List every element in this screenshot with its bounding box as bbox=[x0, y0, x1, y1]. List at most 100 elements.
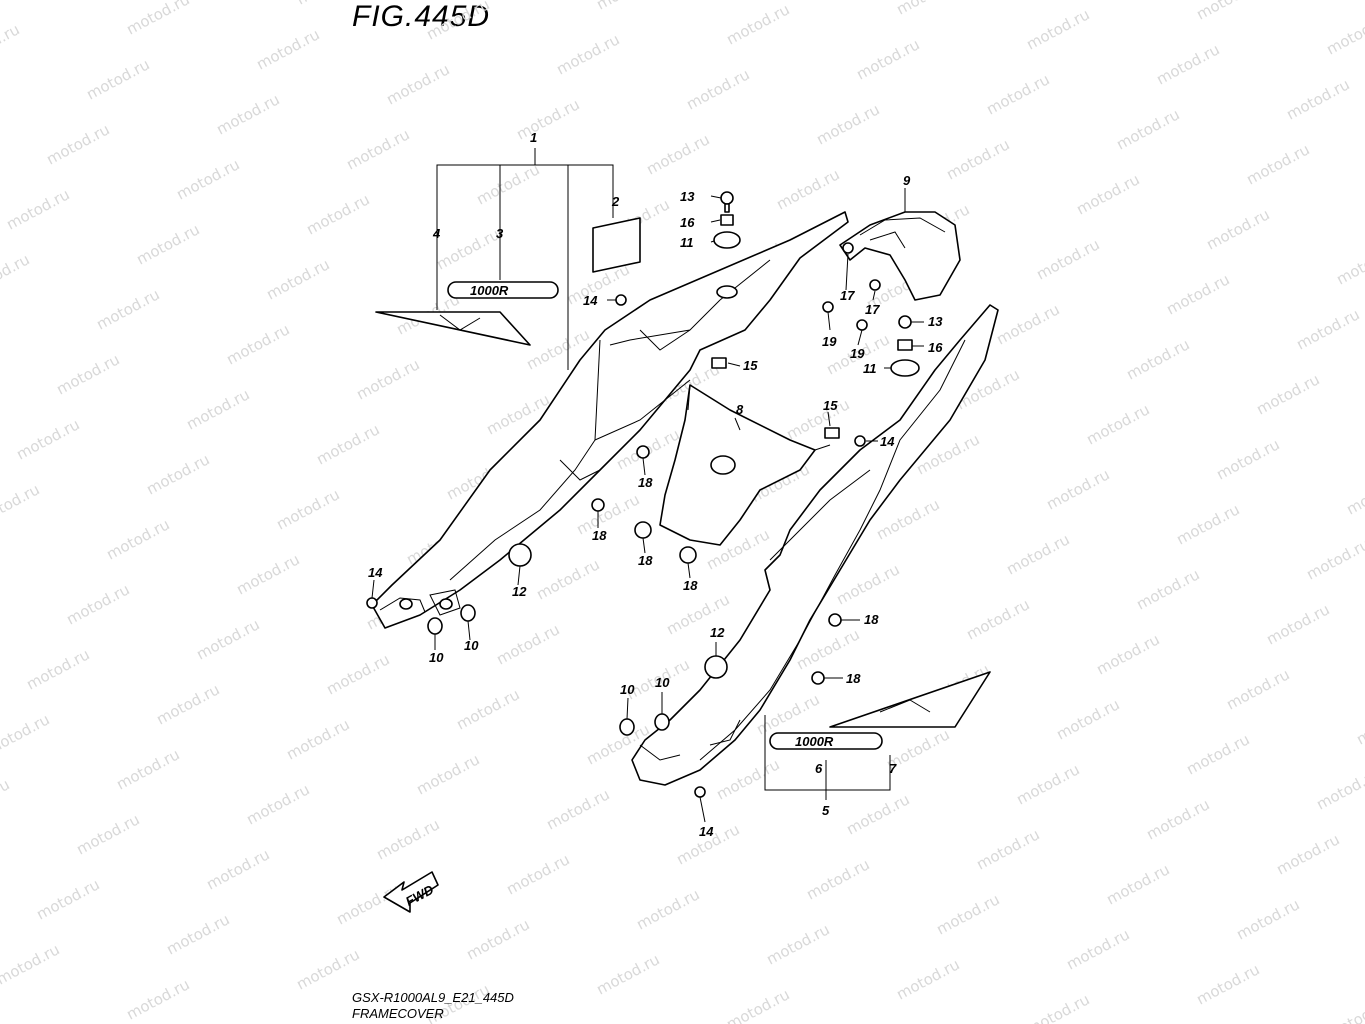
watermark-text: motod.ru bbox=[293, 945, 362, 993]
callout-18-c[interactable]: 18 bbox=[638, 553, 653, 568]
callout-9[interactable]: 9 bbox=[903, 173, 911, 188]
watermark-text: motod.ru bbox=[473, 160, 542, 208]
sticker-2[interactable] bbox=[592, 217, 641, 273]
callout-10-a[interactable]: 10 bbox=[429, 650, 444, 665]
callout-10-b[interactable]: 10 bbox=[464, 638, 479, 653]
watermark-text: motod.ru bbox=[723, 985, 792, 1024]
watermark-text: motod.ru bbox=[143, 450, 212, 498]
callout-5[interactable]: 5 bbox=[822, 803, 830, 818]
watermark-text: motod.ru bbox=[373, 815, 442, 863]
watermark-text: motod.ru bbox=[113, 745, 182, 793]
watermark-text: motod.ru bbox=[1213, 435, 1282, 483]
watermark-text: motod.ru bbox=[1023, 5, 1092, 53]
watermark-text: motod.ru bbox=[313, 420, 382, 468]
callout-18-f[interactable]: 18 bbox=[846, 671, 861, 686]
callout-15-b[interactable]: 15 bbox=[823, 398, 838, 413]
watermark-text: motod.ru bbox=[73, 810, 142, 858]
callout-13-a[interactable]: 13 bbox=[680, 189, 695, 204]
watermark-text: motod.ru bbox=[1313, 765, 1365, 813]
decal-left[interactable] bbox=[375, 311, 531, 346]
emblem-right[interactable] bbox=[769, 732, 883, 750]
left-frame-cover[interactable] bbox=[371, 211, 849, 629]
callout-18-b[interactable]: 18 bbox=[592, 528, 607, 543]
watermark-text: motod.ru bbox=[0, 775, 13, 823]
callout-17-b[interactable]: 17 bbox=[865, 302, 880, 317]
watermark-text: motod.ru bbox=[543, 785, 612, 833]
callout-19-a[interactable]: 19 bbox=[822, 334, 837, 349]
watermark-text: motod.ru bbox=[1173, 500, 1242, 548]
watermark-text: motod.ru bbox=[0, 0, 63, 4]
emblem-right-text: 1000R bbox=[795, 734, 834, 749]
callout-10-c[interactable]: 10 bbox=[620, 682, 635, 697]
callout-18-d[interactable]: 18 bbox=[683, 578, 698, 593]
callout-13-b[interactable]: 13 bbox=[928, 314, 943, 329]
callout-18-e[interactable]: 18 bbox=[864, 612, 879, 627]
watermark-text: motod.ru bbox=[3, 185, 72, 233]
watermark-text: motod.ru bbox=[153, 680, 222, 728]
watermark-text: motod.ru bbox=[1073, 170, 1142, 218]
watermark-text: motod.ru bbox=[1183, 730, 1252, 778]
callout-7[interactable]: 7 bbox=[889, 761, 897, 776]
watermark-text: motod.ru bbox=[813, 100, 882, 148]
mount-hole bbox=[399, 598, 413, 610]
callout-1[interactable]: 1 bbox=[530, 130, 537, 145]
watermark-text: motod.ru bbox=[273, 485, 342, 533]
callout-10-d[interactable]: 10 bbox=[655, 675, 670, 690]
callout-11-b[interactable]: 11 bbox=[863, 361, 877, 376]
watermark-text: motod.ru bbox=[1013, 760, 1082, 808]
watermark-text: motod.ru bbox=[1193, 0, 1262, 24]
watermark-text: motod.ru bbox=[963, 595, 1032, 643]
watermark-text: motod.ru bbox=[1043, 465, 1112, 513]
callout-19-b[interactable]: 19 bbox=[850, 346, 865, 361]
watermark-text: motod.ru bbox=[713, 755, 782, 803]
watermark-text: motod.ru bbox=[1253, 370, 1322, 418]
watermark-text: motod.ru bbox=[43, 120, 112, 168]
watermark-text: motod.ru bbox=[1133, 565, 1202, 613]
callout-6[interactable]: 6 bbox=[815, 761, 823, 776]
model-code: GSX-R1000AL9_E21_445D bbox=[352, 990, 514, 1005]
watermark-text: motod.ru bbox=[243, 780, 312, 828]
watermark-text: motod.ru bbox=[1193, 960, 1262, 1008]
watermark-text: motod.ru bbox=[763, 920, 832, 968]
mount-hole bbox=[439, 598, 453, 610]
watermark-text: motod.ru bbox=[1123, 335, 1192, 383]
emblem-left[interactable] bbox=[447, 281, 559, 299]
watermark-text: motod.ru bbox=[943, 135, 1012, 183]
callout-18-a[interactable]: 18 bbox=[638, 475, 653, 490]
section-name: FRAMECOVER bbox=[352, 1006, 444, 1021]
callout-12-b[interactable]: 12 bbox=[710, 625, 725, 640]
callout-4[interactable]: 4 bbox=[432, 226, 441, 241]
callout-12-a[interactable]: 12 bbox=[512, 584, 527, 599]
watermark-text: motod.ru bbox=[683, 65, 752, 113]
watermark-text: motod.ru bbox=[173, 155, 242, 203]
watermark-text: motod.ru bbox=[503, 850, 572, 898]
callout-16-a[interactable]: 16 bbox=[680, 215, 695, 230]
callout-14-b[interactable]: 14 bbox=[880, 434, 895, 449]
watermark-text: motod.ru bbox=[833, 560, 902, 608]
callout-15-a[interactable]: 15 bbox=[743, 358, 758, 373]
watermark-text: motod.ru bbox=[93, 285, 162, 333]
watermark-text: motod.ru bbox=[253, 25, 322, 73]
watermark-text: motod.ru bbox=[0, 710, 53, 758]
callout-8[interactable]: 8 bbox=[736, 402, 744, 417]
callout-2[interactable]: 2 bbox=[611, 194, 620, 209]
watermark-text: motod.ru bbox=[53, 350, 122, 398]
watermark-text: motod.ru bbox=[513, 95, 582, 143]
watermark-text: motod.ru bbox=[293, 0, 362, 9]
callout-11-a[interactable]: 11 bbox=[680, 235, 694, 250]
callout-14-d[interactable]: 14 bbox=[699, 824, 714, 839]
callout-14-c[interactable]: 14 bbox=[368, 565, 383, 580]
watermark-text: motod.ru bbox=[1233, 895, 1302, 943]
callout-3[interactable]: 3 bbox=[496, 226, 504, 241]
callout-17-a[interactable]: 17 bbox=[840, 288, 855, 303]
callout-14-a[interactable]: 14 bbox=[583, 293, 598, 308]
watermark-text: motod.ru bbox=[803, 855, 872, 903]
watermark-text: motod.ru bbox=[773, 165, 842, 213]
center-panel[interactable] bbox=[659, 384, 816, 546]
watermark-text: motod.ru bbox=[1093, 630, 1162, 678]
callout-16-b[interactable]: 16 bbox=[928, 340, 943, 355]
watermark-text: motod.ru bbox=[163, 910, 232, 958]
watermark-text: motod.ru bbox=[1263, 600, 1332, 648]
watermark-text: motod.ru bbox=[353, 355, 422, 403]
